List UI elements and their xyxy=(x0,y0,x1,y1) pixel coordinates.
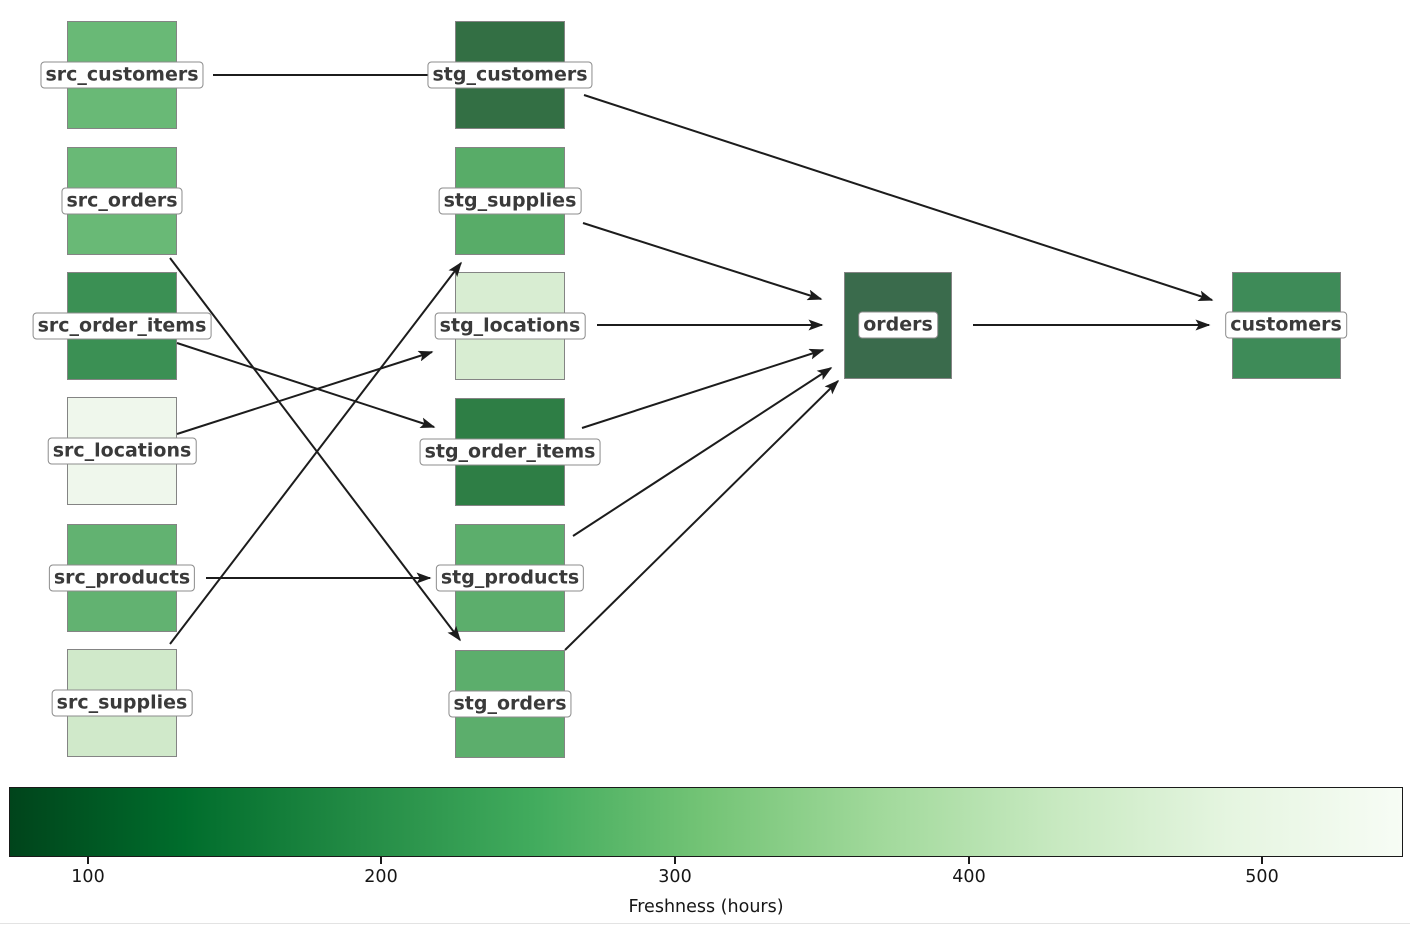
edge-src_supplies-to-stg_supplies xyxy=(169,261,462,645)
node-label-stg_orders: stg_orders xyxy=(448,690,572,718)
colorbar-tick-label-400: 400 xyxy=(952,867,986,887)
edge-src_orders-to-stg_orders xyxy=(169,257,461,642)
colorbar-tick-400 xyxy=(968,857,970,864)
figure-bottom-border xyxy=(0,923,1410,924)
node-label-src_orders: src_orders xyxy=(61,187,183,215)
colorbar-tick-500 xyxy=(1261,857,1263,864)
node-label-src_products: src_products xyxy=(48,564,196,592)
edge-stg_order_items-to-orders xyxy=(581,348,825,429)
colorbar-gradient xyxy=(9,787,1403,857)
colorbar-tick-100 xyxy=(87,857,89,864)
colorbar-tick-label-100: 100 xyxy=(71,867,105,887)
edge-stg_customers-to-customers xyxy=(583,94,1214,302)
node-label-stg_order_items: stg_order_items xyxy=(419,438,601,466)
node-label-stg_locations: stg_locations xyxy=(434,312,586,340)
node-label-orders: orders xyxy=(858,311,938,339)
node-label-customers: customers xyxy=(1225,311,1347,339)
node-label-src_supplies: src_supplies xyxy=(51,689,193,717)
node-label-stg_supplies: stg_supplies xyxy=(438,187,582,215)
colorbar-axis-label: Freshness (hours) xyxy=(628,897,784,917)
edge-src_order_items-to-stg_order_items xyxy=(176,342,436,429)
node-label-stg_products: stg_products xyxy=(435,564,585,592)
colorbar-tick-300 xyxy=(674,857,676,864)
node-label-src_order_items: src_order_items xyxy=(32,312,212,340)
edge-stg_products-to-orders xyxy=(572,367,833,537)
colorbar-tick-200 xyxy=(380,857,382,864)
node-label-src_locations: src_locations xyxy=(47,437,197,465)
colorbar-tick-label-500: 500 xyxy=(1245,867,1279,887)
edge-stg_orders-to-orders xyxy=(564,379,840,651)
colorbar-tick-label-300: 300 xyxy=(658,867,692,887)
colorbar-tick-label-200: 200 xyxy=(364,867,398,887)
node-label-stg_customers: stg_customers xyxy=(427,61,593,89)
node-label-src_customers: src_customers xyxy=(40,61,204,89)
edge-stg_supplies-to-orders xyxy=(582,222,823,301)
edge-src_locations-to-stg_locations xyxy=(176,350,434,435)
